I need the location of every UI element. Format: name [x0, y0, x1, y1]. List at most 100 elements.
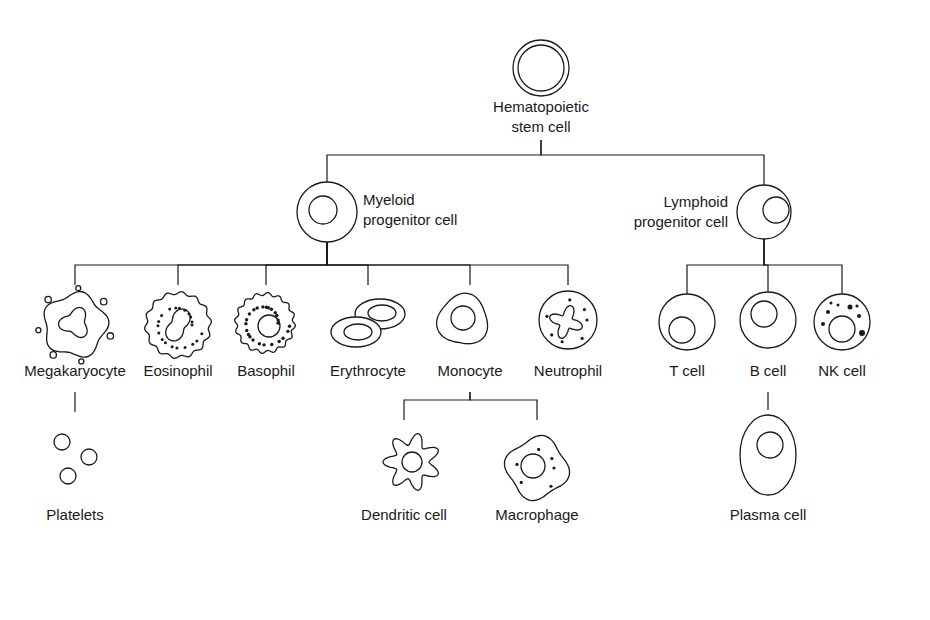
granule-dot — [168, 308, 171, 311]
cell-drawing — [740, 292, 796, 348]
lineage-connector — [75, 242, 327, 285]
cell-drawing — [539, 291, 597, 349]
granule-dot — [161, 338, 164, 341]
cell-outline — [297, 182, 357, 242]
granule-dot — [270, 343, 273, 346]
granule-dot — [251, 338, 254, 341]
cell-label: Lymphoid progenitor cell — [610, 192, 728, 232]
cell-node: T cell — [652, 295, 722, 392]
granule-dot — [549, 485, 552, 488]
granule-dot — [184, 346, 187, 349]
cell-label: Basophil — [226, 361, 306, 381]
granule-dot — [189, 315, 192, 318]
granule-dot — [552, 466, 555, 469]
granule-dot — [286, 330, 289, 333]
granule-dot — [175, 346, 178, 349]
cell-drawing — [145, 292, 212, 359]
lineage-connector — [327, 242, 568, 285]
granule-dot — [855, 304, 858, 307]
lineage-connector — [74, 392, 75, 412]
granule-dot — [276, 318, 279, 321]
cell-label: Plasma cell — [718, 505, 818, 525]
cell-outline — [145, 292, 212, 359]
cell-outline — [60, 468, 76, 484]
granule-dot — [252, 308, 255, 311]
granule-dot — [857, 314, 861, 318]
cell-outline — [383, 434, 438, 491]
cell-shape — [718, 410, 818, 517]
lineage-connector — [327, 242, 368, 285]
cell-shape — [349, 420, 459, 517]
granule-dot — [191, 343, 194, 346]
granule-dot — [581, 337, 584, 340]
cell-label: Platelets — [30, 505, 120, 525]
cell-drawing — [437, 293, 488, 344]
cell-node: Plasma cell — [718, 410, 818, 517]
cell-drawing — [740, 415, 796, 495]
cell-outline — [513, 40, 569, 96]
granule-dot — [164, 341, 167, 344]
granule-dot — [171, 345, 174, 348]
cell-label: Erythrocyte — [318, 361, 418, 381]
granule-dot — [191, 320, 194, 323]
cell-label: Hematopoietic stem cell — [486, 97, 596, 137]
cell-drawing — [36, 286, 114, 364]
granule-dot — [244, 322, 247, 325]
cell-node: B cell — [733, 295, 803, 392]
cell-nucleus — [451, 306, 475, 330]
granule-dot — [262, 343, 265, 346]
cell-outline — [54, 434, 70, 450]
granule-dot — [859, 330, 865, 336]
cell-outline — [740, 415, 796, 495]
cell-label: Eosinophil — [133, 361, 223, 381]
cell-nucleus — [59, 307, 88, 337]
cell-node: Erythrocyte — [318, 285, 418, 392]
cell-center — [368, 305, 396, 321]
cell-drawing — [513, 40, 569, 96]
lineage-connector — [470, 392, 537, 420]
cell-center — [344, 324, 372, 340]
cell-nucleus — [763, 197, 789, 223]
granule-dot — [537, 448, 540, 451]
platelet-bud — [50, 352, 56, 358]
cell-node: NK cell — [807, 295, 877, 392]
cell-drawing — [814, 294, 870, 350]
cell-node: Macrophage — [487, 420, 587, 517]
granule-dot — [200, 332, 203, 335]
granule-dot — [826, 310, 830, 314]
cell-nucleus — [757, 432, 783, 458]
cell-drawing — [331, 299, 405, 347]
lineage-connector — [764, 239, 842, 295]
granule-dot — [261, 305, 264, 308]
lineage-connector — [541, 140, 764, 185]
granule-dot — [157, 320, 160, 323]
cell-nucleus — [829, 316, 855, 342]
cell-node: Platelets — [30, 412, 120, 517]
granule-dot — [568, 298, 571, 301]
cell-outline — [504, 435, 569, 500]
cell-drawing — [659, 294, 715, 350]
granule-dot — [245, 329, 248, 332]
platelet-bud — [100, 298, 106, 304]
granule-dot — [187, 313, 190, 316]
cell-node: Eosinophil — [133, 285, 223, 392]
cell-node: Dendritic cell — [349, 420, 459, 517]
cell-drawing — [504, 435, 569, 500]
cell-outline — [539, 291, 597, 349]
cell-outline — [659, 294, 715, 350]
lineage-connector — [404, 392, 470, 420]
granule-dot — [174, 306, 177, 309]
cell-label: Neutrophil — [523, 361, 613, 381]
cell-drawing — [297, 182, 357, 242]
granule-dot — [178, 307, 181, 310]
cell-nucleus — [518, 45, 564, 91]
cell-node: Neutrophil — [523, 285, 613, 392]
granule-dot — [270, 308, 273, 311]
cell-nucleus — [521, 454, 545, 478]
granule-dot — [274, 311, 277, 314]
cell-outline — [814, 294, 870, 350]
cell-drawing — [54, 434, 97, 484]
platelet-bud — [76, 286, 81, 291]
granule-dot — [245, 318, 248, 321]
